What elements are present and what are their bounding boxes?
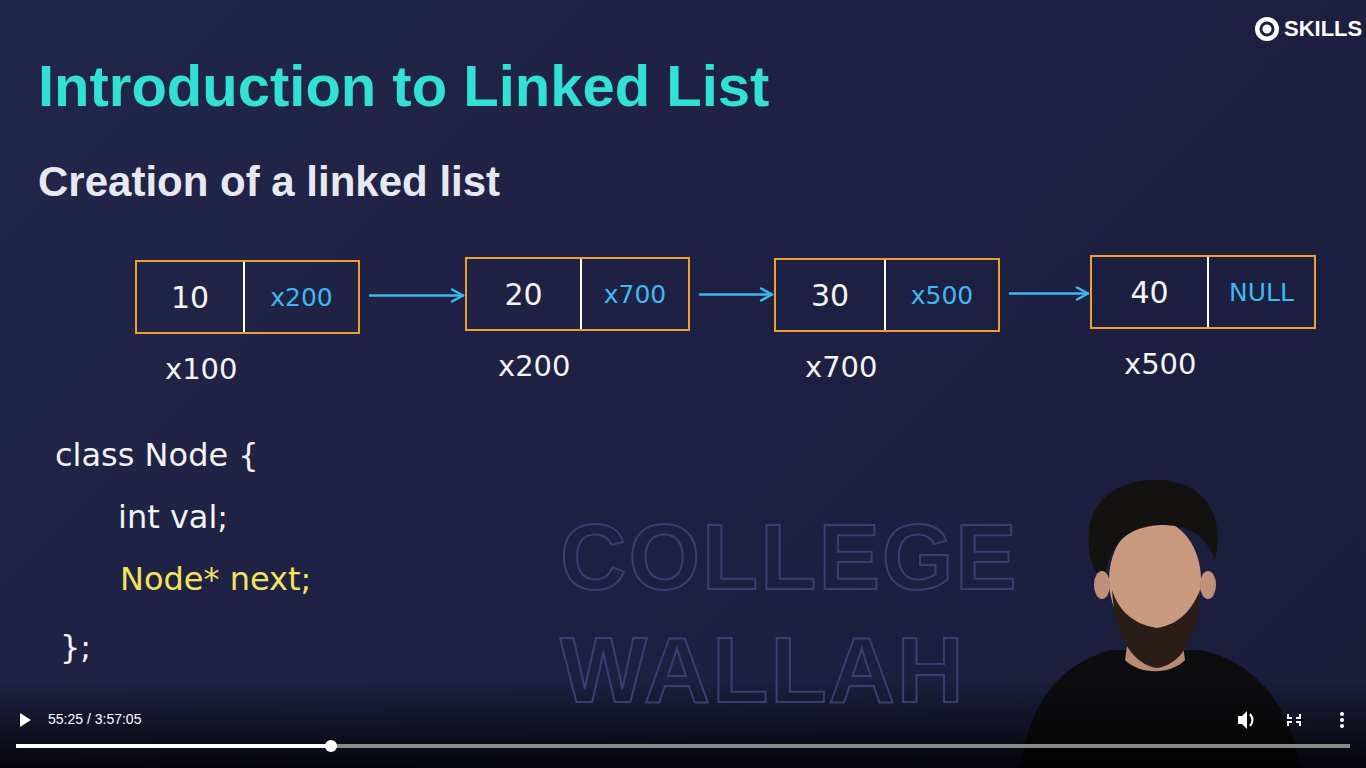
- list-node: 10x200x100: [135, 260, 360, 334]
- data-cell: 20: [467, 259, 582, 329]
- logo-icon: [1255, 17, 1279, 41]
- list-node: 40NULLx500: [1090, 255, 1316, 329]
- node-value: 30: [811, 278, 849, 313]
- pointer-arrow: [700, 293, 772, 296]
- data-cell: 10: [137, 262, 245, 332]
- progress-track: [16, 744, 1350, 748]
- pointer-cell: x200: [245, 262, 358, 332]
- list-node: 30x500x700: [774, 258, 1000, 332]
- pointer-cell: x700: [582, 259, 688, 329]
- volume-icon: [1238, 711, 1253, 729]
- next-pointer: x500: [911, 281, 974, 310]
- pointer-cell: NULL: [1209, 257, 1314, 327]
- node-value: 20: [504, 277, 542, 312]
- pointer-cell: x500: [886, 260, 998, 330]
- slide-subtitle: Creation of a linked list: [38, 158, 500, 206]
- progress-played: [16, 744, 331, 748]
- node-address: x100: [165, 352, 238, 386]
- watermark: COLLEGE: [560, 505, 1019, 610]
- data-cell: 30: [776, 260, 886, 330]
- play-icon: [20, 713, 31, 727]
- data-cell: 40: [1092, 257, 1209, 327]
- menu-icon: [1340, 712, 1344, 728]
- next-pointer: x700: [604, 280, 667, 309]
- node-value: 10: [171, 280, 209, 315]
- watermark: WALLAH: [560, 618, 965, 723]
- progress-scrubber: [325, 740, 337, 752]
- code-line: };: [60, 628, 91, 666]
- node-address: x500: [1124, 347, 1197, 381]
- next-pointer: x200: [270, 283, 333, 312]
- slide-title: Introduction to Linked List: [38, 52, 769, 119]
- node-value: 40: [1130, 275, 1168, 310]
- node-address: x200: [498, 349, 571, 383]
- brand-logo: SKILLS: [1284, 16, 1362, 42]
- pointer-arrow: [1010, 292, 1088, 295]
- node-address: x700: [805, 350, 878, 384]
- pointer-arrow: [370, 294, 463, 297]
- code-line: class Node {: [55, 436, 259, 474]
- list-node: 20x700x200: [465, 257, 690, 331]
- video-timestamp: 55:25 / 3:57:05: [48, 711, 141, 727]
- next-pointer: NULL: [1229, 278, 1294, 307]
- code-line: Node* next;: [120, 560, 311, 598]
- code-line: int val;: [118, 498, 228, 536]
- fullscreen-icon: [1288, 714, 1300, 726]
